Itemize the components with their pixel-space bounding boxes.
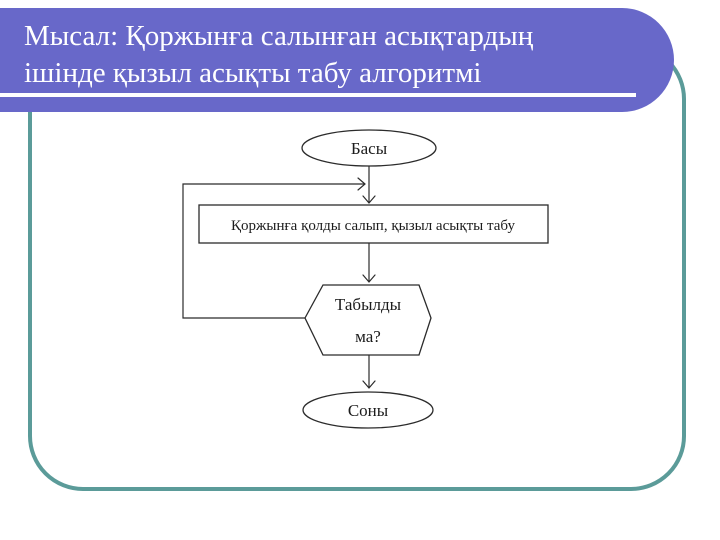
start-label: Басы — [351, 139, 388, 158]
slide-title-banner: Мысал: Қоржынға салынған асықтардың ішін… — [0, 8, 674, 112]
arrowhead-down-into-decision — [362, 274, 376, 283]
decision-label-line1: Табылды — [335, 295, 402, 314]
slide-title-line1: Мысал: Қоржынға салынған асықтардың — [24, 20, 534, 52]
loop-back-connector — [182, 183, 365, 319]
process-box — [198, 204, 549, 244]
slide-title-line2: ішінде қызыл асықты табу алгоритмі — [24, 57, 482, 89]
end-label: Соны — [348, 401, 389, 420]
process-label: Қоржынға қолды салып, қызыл асықты табу — [231, 218, 515, 234]
decision-label-line2: ма? — [355, 327, 381, 346]
arrowhead-down-into-end — [362, 380, 376, 389]
title-underline — [0, 93, 636, 97]
arrowhead-down-into-process — [362, 195, 376, 204]
slide-title: Мысал: Қоржынға салынған асықтардың ішін… — [24, 18, 644, 92]
decision-hexagon — [304, 284, 432, 356]
start-oval — [301, 129, 437, 167]
arrowhead-right-loop — [357, 177, 366, 191]
end-oval — [302, 391, 434, 429]
